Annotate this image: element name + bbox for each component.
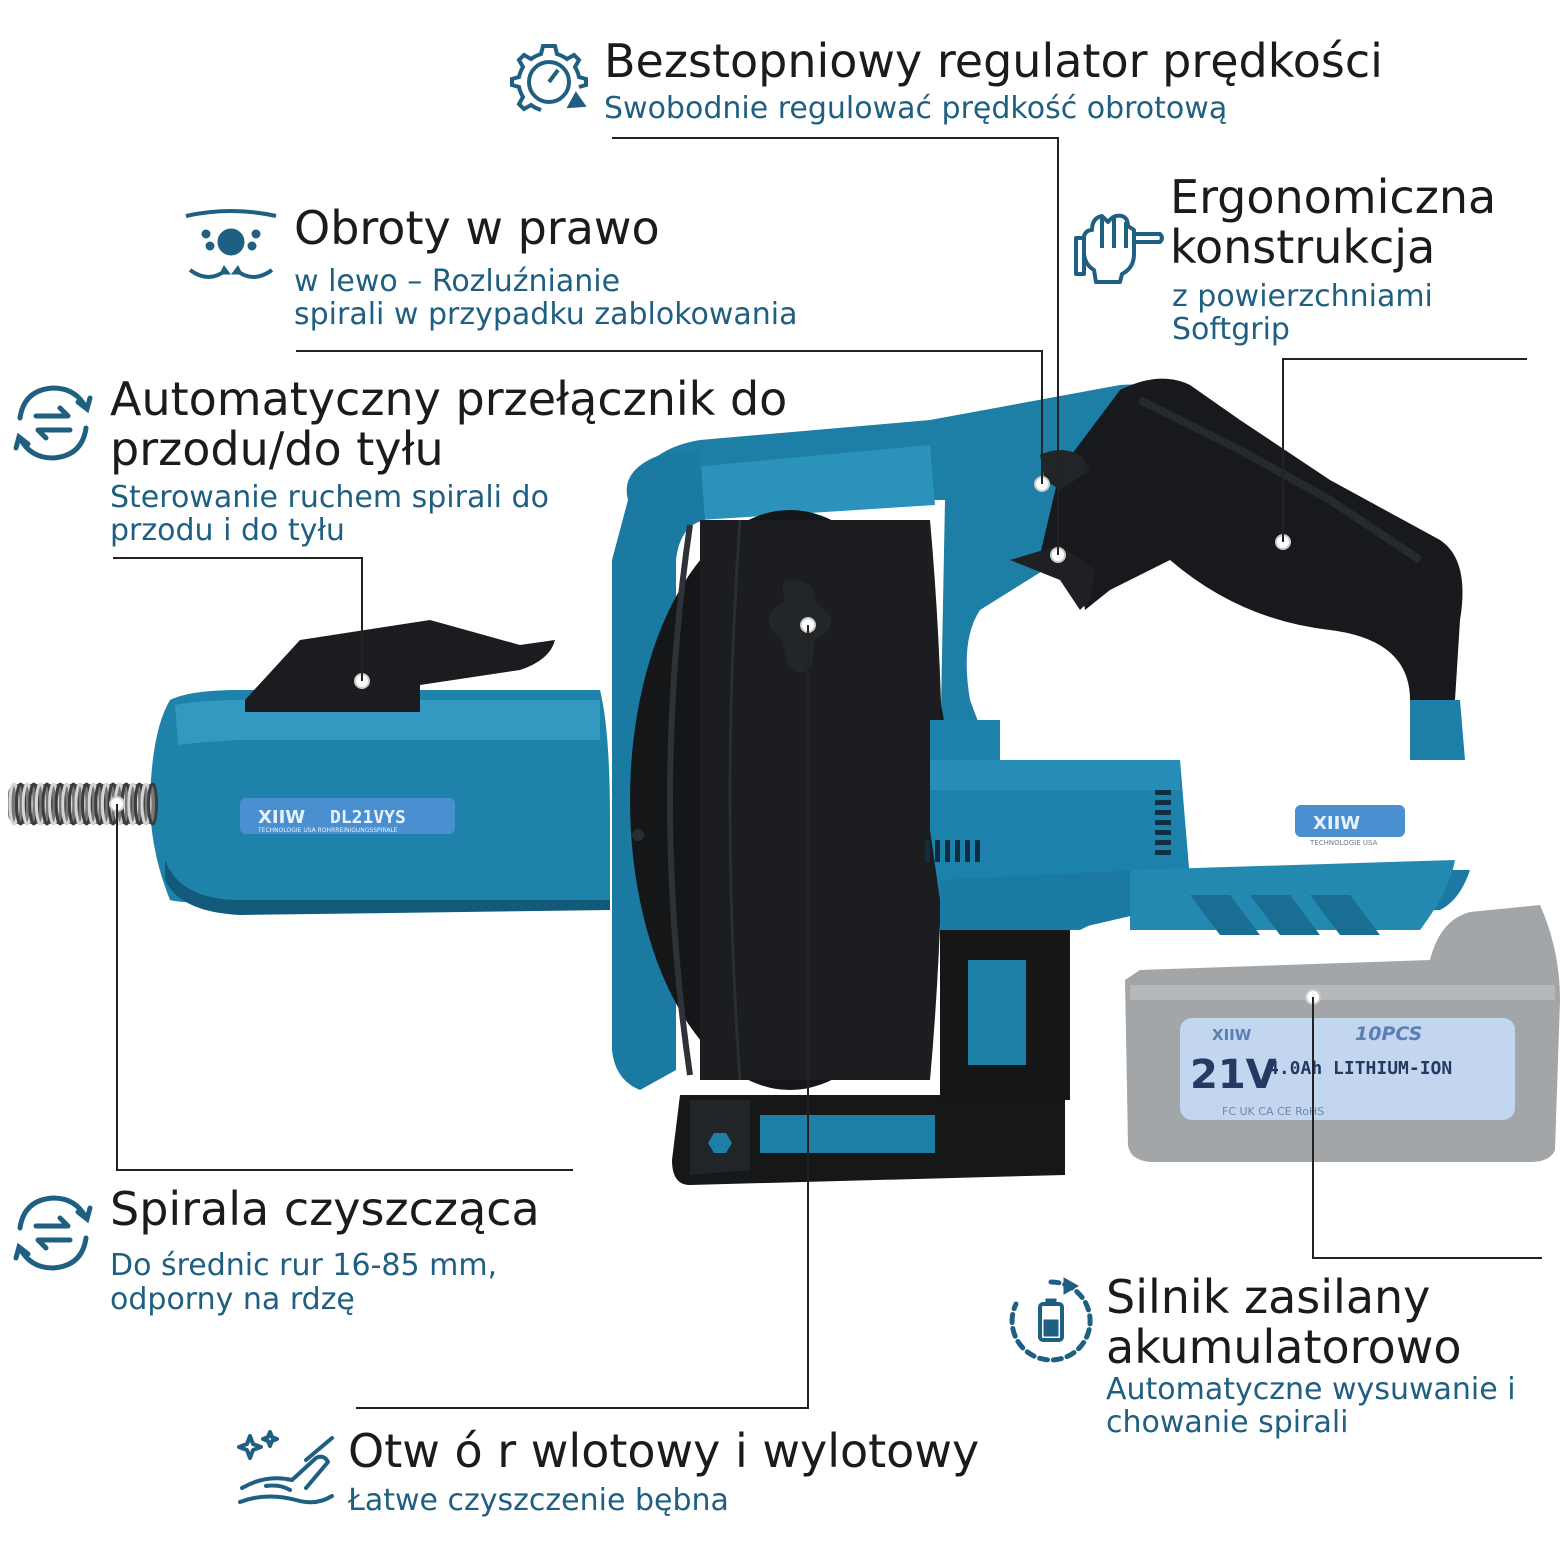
speed-control-title: Bezstopniowy regulator prędkości xyxy=(604,34,1383,88)
cleaning-spiral xyxy=(8,782,159,826)
tool-model-sublabel: TECHNOLOGIE USA ROHRREINIGUNGSSPIRALE xyxy=(257,827,398,834)
rotation-icon xyxy=(184,208,278,288)
motor-body: XIIW TECHNOLOGIE USA xyxy=(925,720,1470,1100)
motor-subtitle-line1: Automatyczne wysuwanie i xyxy=(1106,1372,1516,1407)
battery-brand-label: XIIW xyxy=(1212,1026,1252,1044)
spiral-subtitle-line2: odporny na rdzę xyxy=(110,1282,355,1317)
drum xyxy=(630,510,950,1090)
tool-brand-sublabel-right: TECHNOLOGIE USA xyxy=(1309,839,1378,847)
tool-brand-label-right: XIIW xyxy=(1313,813,1360,834)
switch-arrows-icon xyxy=(10,380,96,466)
rotation-subtitle-line2: spirali w przypadku zablokowania xyxy=(294,297,798,332)
spiral-title: Spirala czyszcząca xyxy=(110,1182,540,1236)
cleaning-hand-icon xyxy=(236,1430,336,1512)
inlet-title: Otw ó r wlotowy i wylotowy xyxy=(348,1424,980,1478)
motor-title-line1: Silnik zasilany xyxy=(1106,1270,1431,1324)
tool-brand-label: XIIW xyxy=(258,807,305,828)
battery-pack: XIIW 10PCS 21V 4.0Ah LITHIUM-ION FC UK C… xyxy=(1125,905,1560,1162)
motor-subtitle-line2: chowanie spirali xyxy=(1106,1405,1349,1440)
hand-grip-icon xyxy=(1072,208,1166,288)
switch-arrows-icon xyxy=(10,1190,96,1276)
motor-title-line2: akumulatorowo xyxy=(1106,1320,1462,1374)
switch-subtitle-line2: przodu i do tyłu xyxy=(110,513,345,548)
battery-capacity-label: 4.0Ah LITHIUM-ION xyxy=(1268,1058,1452,1079)
switch-title-line2: przodu/do tyłu xyxy=(110,422,444,476)
rotation-subtitle-line1: w lewo – Rozluźnianie xyxy=(294,264,621,299)
ergonomic-subtitle-line2: Softgrip xyxy=(1172,312,1290,347)
rotation-title: Obroty w prawo xyxy=(294,201,660,255)
front-tube: XIIW DL21VYS TECHNOLOGIE USA ROHRREINIGU… xyxy=(150,620,610,915)
switch-title-line1: Automatyczny przełącznik do xyxy=(110,372,788,426)
ergonomic-subtitle-line1: z powierzchniami xyxy=(1172,279,1433,314)
switch-subtitle-line1: Sterowanie ruchem spirali do xyxy=(110,480,549,515)
ergonomic-title-line1: Ergonomiczna xyxy=(1170,170,1497,224)
battery-pack-label: 10PCS xyxy=(1355,1023,1422,1045)
battery-voltage-label: 21V xyxy=(1190,1052,1277,1098)
speed-control-subtitle: Swobodnie regulować prędkość obrotową xyxy=(604,91,1228,126)
battery-certifications: FC UK CA CE RoHS xyxy=(1222,1105,1324,1118)
tool-model-label: DL21VYS xyxy=(330,807,406,828)
ergonomic-title-line2: konstrukcja xyxy=(1170,220,1436,274)
battery-cycle-icon xyxy=(1006,1276,1096,1366)
inlet-subtitle: Łatwe czyszczenie bębna xyxy=(348,1483,729,1518)
speed-gauge-gear-icon xyxy=(508,40,590,122)
spiral-subtitle-line1: Do średnic rur 16-85 mm, xyxy=(110,1248,498,1283)
